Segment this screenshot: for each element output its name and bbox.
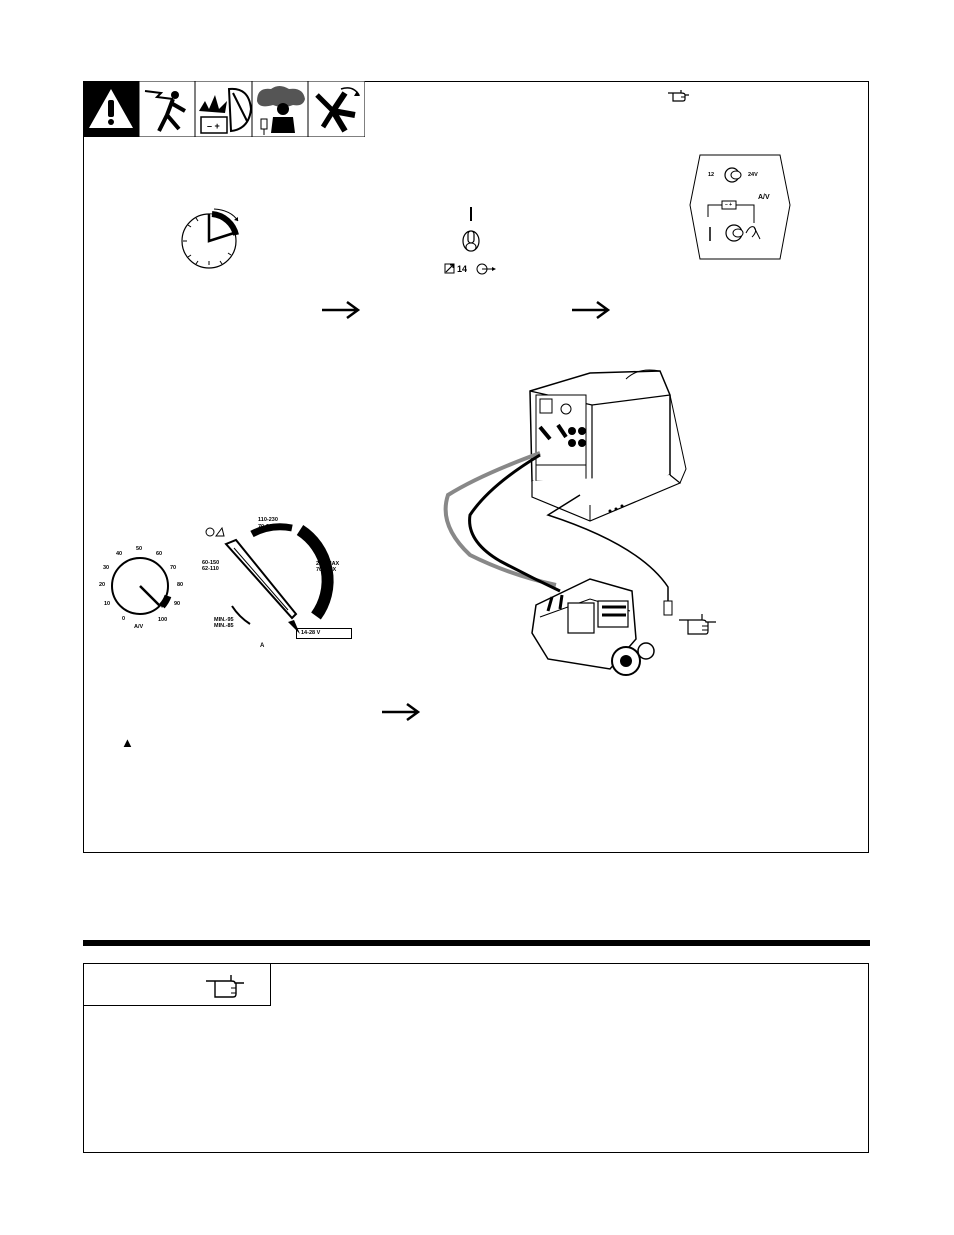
range-label: MIN.-95 (214, 617, 234, 623)
electric-shock-icon (144, 90, 186, 132)
range-label: 70-210 (258, 524, 276, 530)
welder-jump-start-illustration (440, 365, 740, 685)
fine-dial-unit: A/V (134, 624, 144, 630)
range-unit: A (260, 643, 265, 649)
battery-selector-panel: 12 24V A/V – + (688, 153, 792, 263)
arrow-right-icon (321, 300, 361, 320)
range-label: 110-230 (258, 517, 278, 523)
moving-parts-icon (315, 87, 360, 133)
battery-explosion-icon: – + (199, 87, 253, 134)
fine-dial-tick: 30 (103, 565, 110, 571)
battery-polarity-label: – + (725, 202, 733, 208)
engine-switch-icon: 14 (444, 205, 500, 277)
section-divider (83, 940, 870, 946)
battery-av-label: A/V (758, 194, 770, 201)
range-label: 62-110 (202, 566, 219, 572)
range-label: 70-MAX (316, 567, 337, 573)
fine-adjustment-dial: 0 10 20 30 40 50 60 70 80 90 100 A/V (90, 540, 190, 640)
range-label: 200-MAX (316, 561, 340, 567)
range-label: MIN.-85 (214, 623, 234, 629)
battery-12-label: 12 (708, 172, 715, 178)
caution-triangle-icon: ▲ (121, 735, 134, 750)
fine-dial-tick: 40 (116, 551, 123, 557)
fine-dial-tick: 70 (170, 565, 177, 571)
fine-dial-tick: 80 (177, 582, 184, 588)
voltage-range-label: 14-28 V (301, 630, 321, 636)
fine-dial-tick: 100 (158, 617, 168, 623)
fine-dial-tick: 90 (174, 601, 181, 607)
pointing-hand-icon (678, 612, 718, 636)
fumes-icon (257, 86, 305, 135)
time-dial-icon (176, 205, 242, 271)
svg-text:– +: – + (207, 121, 220, 131)
switch-number: 14 (457, 264, 468, 274)
safety-icon-strip: – + (82, 80, 366, 138)
arrow-right-icon (381, 702, 421, 722)
procedure-panel (83, 81, 869, 853)
fine-dial-tick: 50 (136, 546, 143, 552)
range-label: 60-150 (202, 560, 220, 566)
pointing-hand-icon (205, 973, 245, 999)
range-selector-dial: 110-230 70-210 200-MAX 70-MAX 60-150 62-… (192, 510, 362, 650)
fine-dial-tick: 20 (99, 582, 106, 588)
fine-dial-tick: 0 (122, 616, 126, 622)
notes-box (83, 963, 869, 1153)
fine-dial-tick: 10 (104, 601, 111, 607)
notes-header-box (83, 963, 271, 1006)
arrow-right-icon (571, 300, 611, 320)
fine-dial-tick: 60 (156, 551, 163, 557)
warning-icon (83, 81, 139, 137)
battery-24v-label: 24V (748, 172, 758, 178)
pointing-hand-icon (667, 89, 691, 103)
voltage-range-box: 14-28 V (296, 628, 352, 639)
